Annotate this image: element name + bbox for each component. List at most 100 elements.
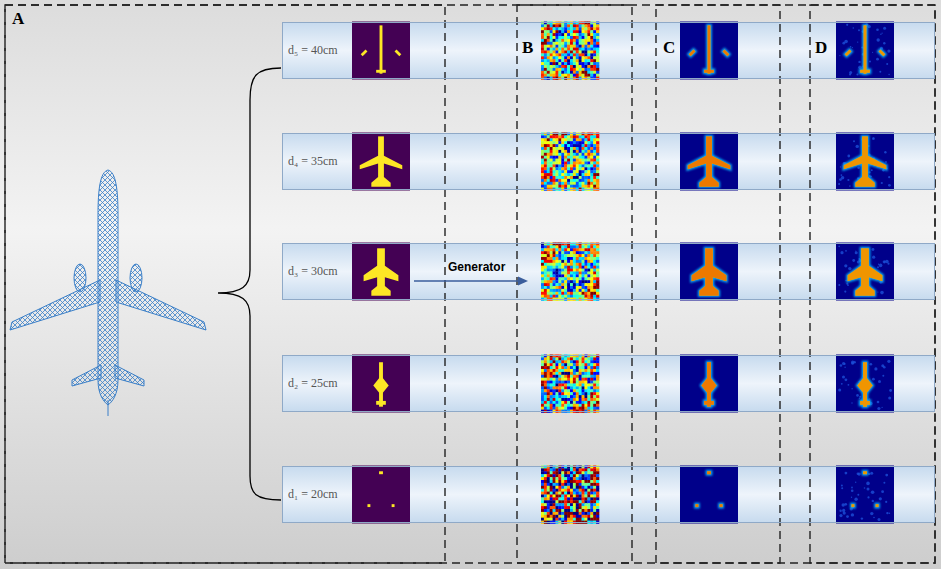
recon-speck	[881, 182, 883, 184]
noise-cell	[544, 407, 547, 410]
noise-cell	[558, 272, 561, 275]
noise-cell	[544, 141, 547, 144]
noise-cell	[585, 254, 588, 257]
noise-cell	[570, 257, 573, 260]
noise-cell	[561, 292, 564, 295]
noise-cell	[579, 295, 582, 298]
noise-cell	[587, 372, 590, 375]
recon-speck	[877, 401, 880, 404]
noise-cell	[558, 286, 561, 289]
recon-peak	[688, 136, 731, 186]
noise-cell	[561, 363, 564, 366]
noise-cell	[561, 150, 564, 153]
band-fill	[282, 243, 935, 300]
noise-cell	[576, 386, 579, 389]
noise-cell	[564, 135, 567, 138]
noise-cell	[544, 245, 547, 248]
noise-cell	[582, 277, 585, 280]
noise-cell	[576, 375, 579, 378]
noise-cell	[561, 492, 564, 495]
recon-glow	[701, 362, 716, 406]
noise-cell	[547, 468, 550, 471]
noise-cell	[593, 68, 596, 71]
noise-cell	[567, 372, 570, 375]
noise-cell	[570, 386, 573, 389]
noise-cell	[553, 471, 556, 474]
noise-cell	[573, 150, 576, 153]
noise-cell	[547, 36, 550, 39]
noise-cell	[576, 48, 579, 51]
noise-cell	[570, 245, 573, 248]
noise-cell	[567, 389, 570, 392]
noise-cell	[561, 30, 564, 33]
noise-cell	[576, 144, 579, 147]
noise-cell	[550, 245, 553, 248]
noise-cell	[541, 56, 544, 59]
noise-cell	[582, 45, 585, 48]
noise-cell	[547, 477, 550, 480]
noise-cell	[567, 162, 570, 165]
noise-cell	[570, 375, 573, 378]
noise-cell	[590, 141, 593, 144]
noise-cell	[547, 138, 550, 141]
noise-cell	[579, 283, 582, 286]
noise-cell	[564, 468, 567, 471]
noise-cell	[582, 170, 585, 173]
noise-cell	[544, 375, 547, 378]
noise-cell	[590, 36, 593, 39]
noise-cell	[593, 53, 596, 56]
noise-cell	[576, 56, 579, 59]
noise-cell	[593, 277, 596, 280]
noise-cell	[593, 378, 596, 381]
noise-cell	[579, 378, 582, 381]
noise-cell	[561, 144, 564, 147]
noise-cell	[582, 164, 585, 167]
noise-cell	[576, 260, 579, 263]
noise-cell	[561, 179, 564, 182]
noise-cell	[561, 392, 564, 395]
noise-cell	[558, 295, 561, 298]
noise-cell	[570, 407, 573, 410]
noise-cell	[558, 407, 561, 410]
noise-cell	[556, 162, 559, 165]
noise-cell	[544, 251, 547, 254]
noise-cell	[593, 71, 596, 74]
noise-cell	[587, 280, 590, 283]
noise-cell	[596, 150, 599, 153]
noise-cell	[582, 260, 585, 263]
noise-cell	[593, 248, 596, 251]
noise-cell	[596, 27, 599, 30]
noise-cell	[544, 263, 547, 266]
noise-cell	[547, 68, 550, 71]
noise-cell	[544, 471, 547, 474]
noise-cell	[556, 512, 559, 515]
noise-cell	[558, 260, 561, 263]
noise-cell	[550, 179, 553, 182]
noise-cell	[585, 277, 588, 280]
noise-cell	[558, 280, 561, 283]
mask-bg	[352, 355, 410, 413]
noise-cell	[553, 260, 556, 263]
noise-cell	[550, 509, 553, 512]
noise-cell	[590, 369, 593, 372]
band-fills	[282, 22, 935, 523]
noise-cell	[567, 42, 570, 45]
noise-cell	[547, 254, 550, 257]
noise-cell	[558, 254, 561, 257]
noise-cell	[596, 274, 599, 277]
noise-cell	[582, 386, 585, 389]
noise-cell	[544, 150, 547, 153]
noise-cell	[573, 36, 576, 39]
noise-cell	[582, 138, 585, 141]
noise-cell	[541, 185, 544, 188]
noise-cell	[576, 138, 579, 141]
noise-cell	[576, 147, 579, 150]
recon-speck	[851, 361, 854, 364]
noise-cell	[596, 248, 599, 251]
noise-cell	[579, 176, 582, 179]
noise-cell	[579, 381, 582, 384]
recon-speck	[846, 24, 848, 26]
noise-cell	[570, 263, 573, 266]
noise-cell	[561, 248, 564, 251]
noise-cell	[556, 274, 559, 277]
